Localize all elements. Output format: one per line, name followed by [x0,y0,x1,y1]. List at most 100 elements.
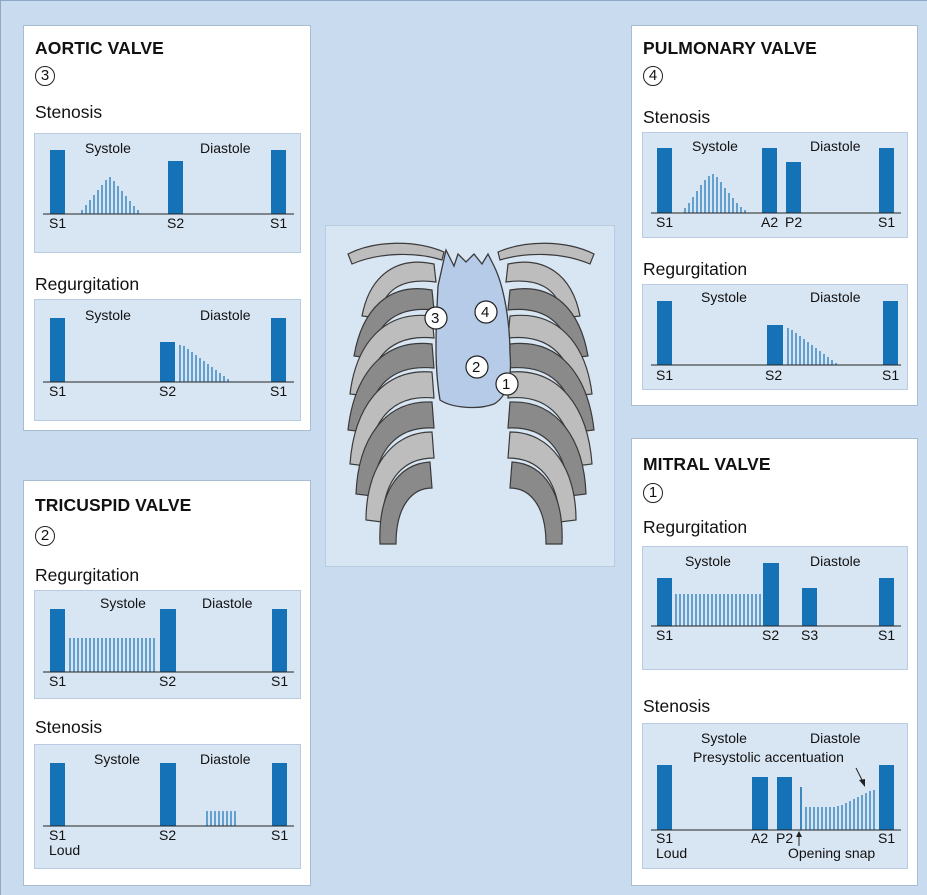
murmur-diastolic-rumble [806,790,874,830]
sound-bar-s1 [271,318,286,382]
murmur-mid-diastolic [207,811,235,826]
sound-label: S1 [878,830,895,846]
valve-title: MITRAL VALVE [643,454,771,475]
phase-label: Diastole [200,751,251,767]
mitral-regurgitation-chart: Systole Diastole [642,546,908,670]
murmur-decrescendo [180,345,228,382]
condition-label: Regurgitation [643,259,747,280]
sound-label: S2 [765,367,782,383]
phase-label: Diastole [810,138,861,154]
mitral-stenosis-chart: Systole Diastole Presystolic accentuatio… [642,723,908,869]
pulmonary-stenosis-chart: Systole Diastole [642,132,908,238]
sound-bar-s1 [271,150,286,214]
sound-label: S1 [270,215,287,231]
murmur-crescendo-decrescendo [685,174,745,213]
marker-3: 3 [431,310,439,327]
sound-bar-s1 [272,763,287,826]
sound-label: P2 [776,830,793,846]
phase-label: Systole [701,730,747,746]
phase-label: Systole [85,307,131,323]
arrowhead [859,779,865,787]
condition-label: Regurgitation [643,517,747,538]
phase-label: Systole [685,553,731,569]
sound-bar-s3 [802,588,817,626]
sound-label: A2 [761,214,778,230]
marker-4: 4 [481,304,489,321]
tricuspid-valve-panel: TRICUSPID VALVE 2 Regurgitation Systole … [23,480,311,886]
sound-label: S2 [167,215,184,231]
sound-label: S1 [270,383,287,399]
sound-label: S1 [656,214,673,230]
annotation-loud: Loud [656,845,687,861]
valve-number-badge: 3 [35,66,55,86]
murmur-holosystolic [676,594,760,626]
phase-label: Systole [94,751,140,767]
sound-label: S1 [49,383,66,399]
clavicle-left [348,243,444,264]
valve-title: TRICUSPID VALVE [35,495,191,516]
sound-bar-p2 [786,162,801,213]
mitral-valve-panel: MITRAL VALVE 1 Regurgitation Systole Dia… [631,438,918,886]
sound-bar-s1 [657,578,672,626]
sound-bar-s1 [879,578,894,626]
sound-bar-s1 [879,765,894,830]
murmur-holosystolic [70,638,154,672]
sound-label: S1 [49,827,66,843]
annotation-presystolic-accentuation: Presystolic accentuation [693,749,844,765]
ribcage-right [506,262,594,544]
sound-bar-a2 [752,777,768,830]
chest-illustration: 3 4 2 1 [325,225,615,567]
valve-title: PULMONARY VALVE [643,38,817,59]
sound-label: S2 [159,827,176,843]
sound-label: S1 [271,827,288,843]
aortic-valve-panel: AORTIC VALVE 3 Stenosis Systole Diastole [23,25,311,431]
phase-label: Diastole [202,595,253,611]
clavicle-right [498,243,594,264]
sound-bar-s1 [50,763,65,826]
phase-label: Diastole [200,140,251,156]
valve-title: AORTIC VALVE [35,38,164,59]
sound-label: S2 [159,673,176,689]
sound-bar-s2 [160,342,175,382]
sound-bar-s1 [657,765,672,830]
sound-label: S2 [762,627,779,643]
valve-number-badge: 2 [35,526,55,546]
sound-label: S1 [49,673,66,689]
sound-label: S1 [656,367,673,383]
sound-bar-s2 [160,763,176,826]
murmur-decrescendo [788,328,836,365]
sound-label: S1 [656,830,673,846]
marker-1: 1 [502,376,510,393]
tricuspid-stenosis-chart: Systole Diastole S1 S2 S1 Loud [34,744,301,869]
valve-number-badge: 1 [643,483,663,503]
murmur-crescendo-decrescendo [82,177,138,214]
condition-label: Stenosis [643,696,710,717]
phase-label: Systole [100,595,146,611]
phase-label: Diastole [810,553,861,569]
sound-label: S3 [801,627,818,643]
sound-label: S1 [271,673,288,689]
condition-label: Regurgitation [35,274,139,295]
annotation-opening-snap: Opening snap [788,845,875,861]
sound-label: S1 [882,367,899,383]
sound-bar-s1 [50,150,65,214]
pulmonary-valve-panel: PULMONARY VALVE 4 Stenosis Systole Diast… [631,25,918,406]
pulmonary-regurgitation-chart: Systole Diastole S1 S2 [642,284,908,390]
phase-label: Diastole [200,307,251,323]
sound-label: S1 [49,215,66,231]
condition-label: Stenosis [35,717,102,738]
sound-bar-s1 [50,609,65,672]
sound-label: S1 [878,627,895,643]
phase-label: Systole [692,138,738,154]
sound-bar-s2 [160,609,176,672]
sound-bar-s1 [879,148,894,213]
phase-label: Systole [85,140,131,156]
sound-bar-p2 [777,777,792,830]
sound-label: S1 [878,214,895,230]
aortic-stenosis-chart: Systole Diastole [34,133,301,253]
condition-label: Regurgitation [35,565,139,586]
sound-bar-s2 [168,161,183,214]
condition-label: Stenosis [35,102,102,123]
marker-2: 2 [472,359,480,376]
sound-label: S1 [656,627,673,643]
